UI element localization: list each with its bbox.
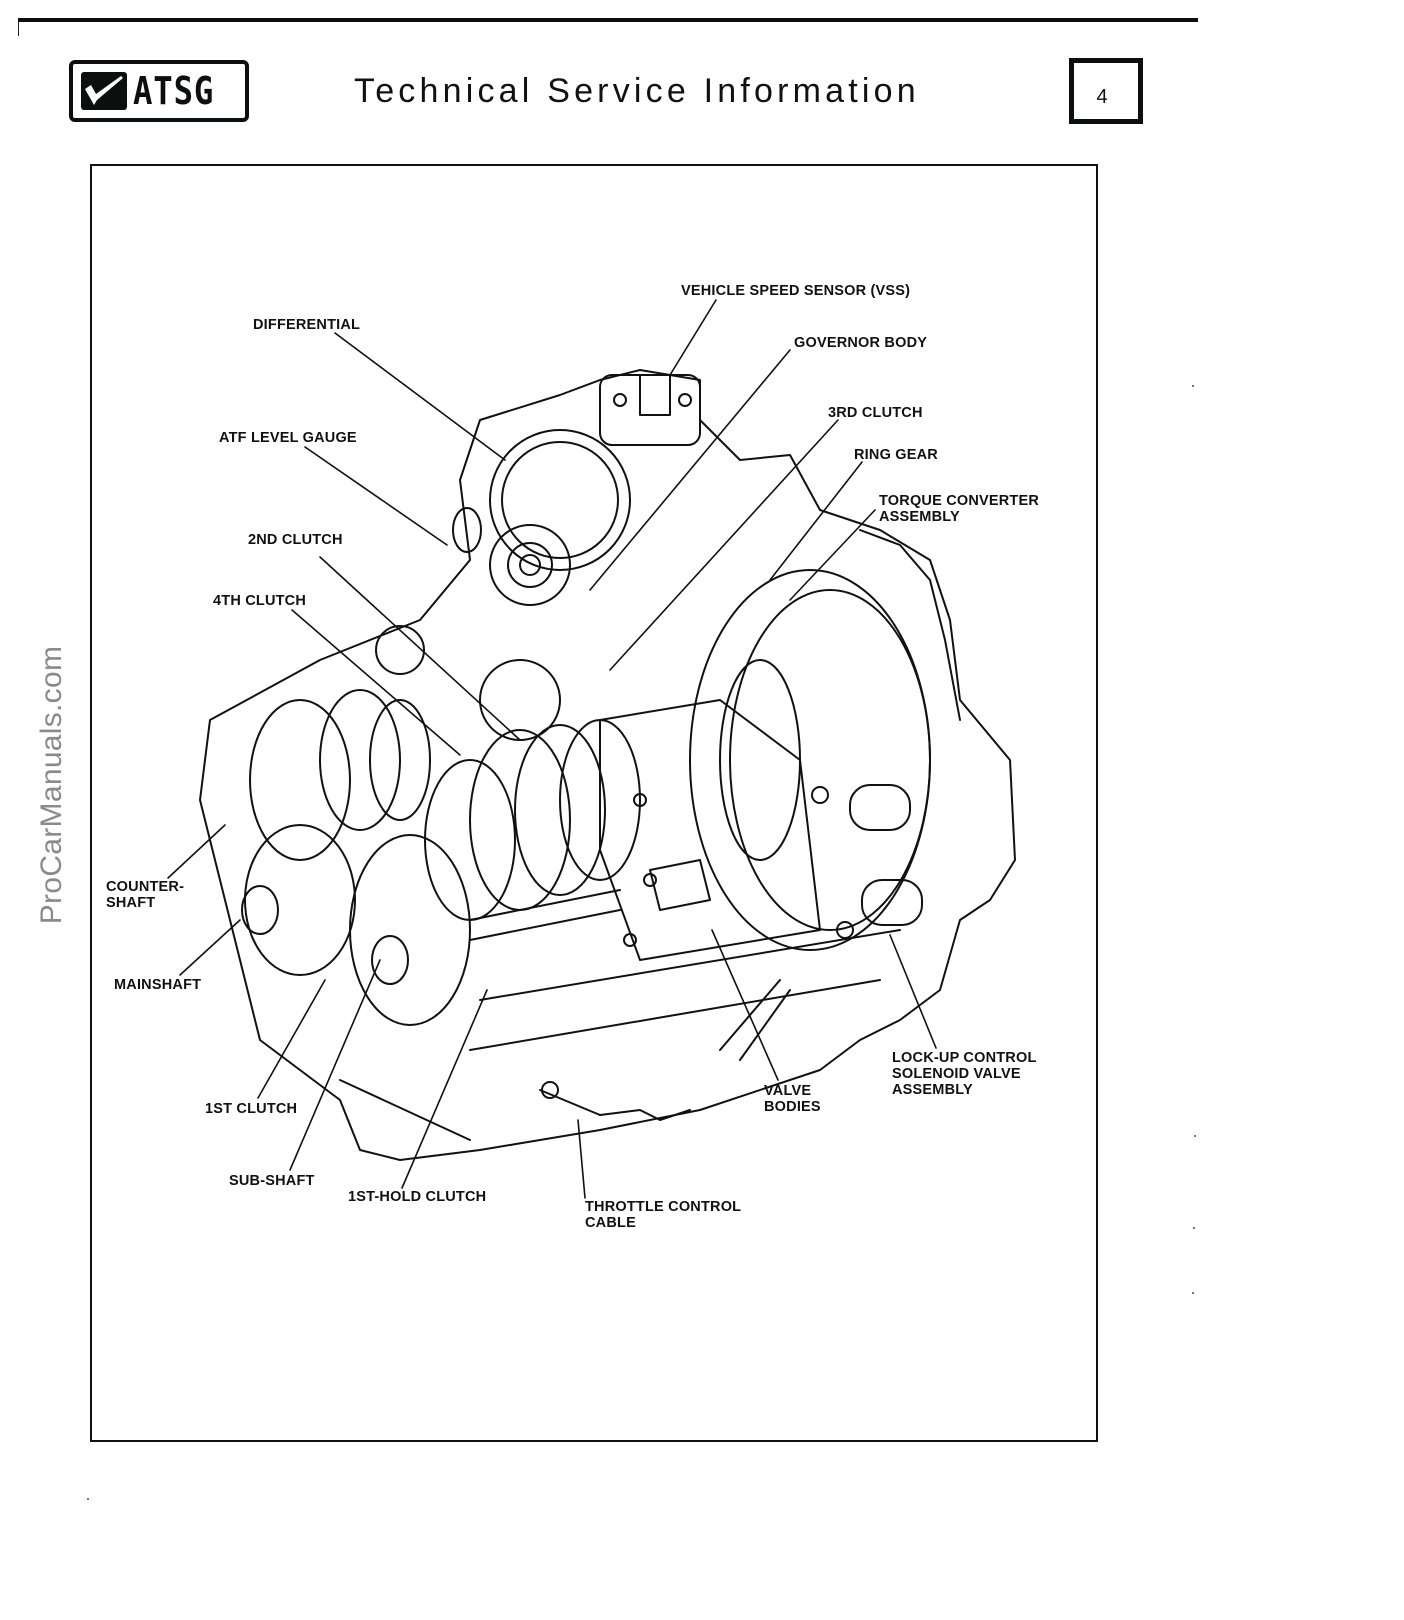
label-2nd-clutch: 2ND CLUTCH (248, 532, 343, 548)
differential-gear (489, 429, 631, 606)
label-differential: DIFFERENTIAL (253, 317, 361, 333)
leader-torque-converter (789, 509, 876, 601)
label-torque-converter: TORQUE CONVERTER ASSEMBLY (879, 493, 1040, 525)
torque-converter (689, 569, 931, 951)
atf-gauge-ring (452, 507, 482, 553)
page-number-box: 4 (1069, 58, 1143, 124)
leader-4th-clutch (291, 609, 461, 756)
page-number: 4 (1096, 85, 1108, 108)
valve-body (599, 699, 821, 961)
label-mainshaft: MAINSHAFT (114, 977, 202, 993)
scan-speck (1193, 1227, 1195, 1229)
leader-atf-gauge (304, 446, 448, 546)
scan-speck (87, 1498, 89, 1500)
label-valve-bodies: VALVE BODIES (764, 1083, 821, 1115)
leader-governor (589, 349, 791, 591)
label-vss: VEHICLE SPEED SENSOR (VSS) (681, 283, 911, 299)
checkmark-icon (81, 72, 127, 110)
leader-mainshaft (179, 919, 241, 976)
clutch-packs (424, 659, 641, 921)
vss-sensor (599, 374, 701, 446)
lockup-solenoids (811, 784, 923, 939)
leader-differential (334, 332, 506, 461)
atsg-logo: ATSG (69, 60, 249, 122)
leader-throttle (577, 1119, 586, 1199)
label-4th-clutch: 4TH CLUTCH (213, 593, 307, 609)
label-atf-level-gauge: ATF LEVEL GAUGE (219, 430, 357, 446)
label-1st-clutch: 1ST CLUTCH (205, 1101, 298, 1117)
label-sub-shaft: SUB-SHAFT (229, 1173, 315, 1189)
transmission-case (199, 369, 1016, 1161)
leader-1st-clutch (257, 979, 326, 1099)
label-lockup-solenoid: LOCK-UP CONTROL SOLENOID VALVE ASSEMBLY (892, 1050, 1037, 1098)
label-throttle-control-cable: THROTTLE CONTROL CABLE (585, 1199, 742, 1231)
leader-countershaft (167, 824, 226, 879)
atf-dipstick-cap (375, 625, 425, 675)
label-ring-gear: RING GEAR (854, 447, 938, 463)
leader-ring-gear (769, 461, 863, 581)
logo-text: ATSG (133, 69, 215, 113)
leader-vss (669, 299, 717, 376)
leader-sub-shaft (289, 959, 381, 1171)
left-gear-stack (241, 689, 471, 1026)
header-rule-tick (18, 22, 19, 36)
scan-speck (1192, 385, 1194, 387)
scan-speck (1192, 1292, 1194, 1294)
label-countershaft: COUNTER- SHAFT (106, 879, 185, 911)
figure-frame (90, 164, 1098, 1442)
label-1st-hold-clutch: 1ST-HOLD CLUTCH (348, 1189, 487, 1205)
leader-2nd-clutch (319, 556, 521, 741)
leader-valve-bodies (711, 929, 779, 1081)
leader-1st-hold (401, 989, 488, 1189)
label-3rd-clutch: 3RD CLUTCH (828, 405, 923, 421)
header-rule (18, 18, 1198, 22)
leader-lockup (889, 934, 937, 1049)
page-title: Technical Service Information (354, 72, 920, 110)
scan-speck (1194, 1135, 1196, 1137)
shafts (469, 889, 621, 941)
label-governor-body: GOVERNOR BODY (794, 335, 928, 351)
leader-lines (167, 299, 937, 1199)
leader-3rd-clutch (609, 419, 839, 671)
